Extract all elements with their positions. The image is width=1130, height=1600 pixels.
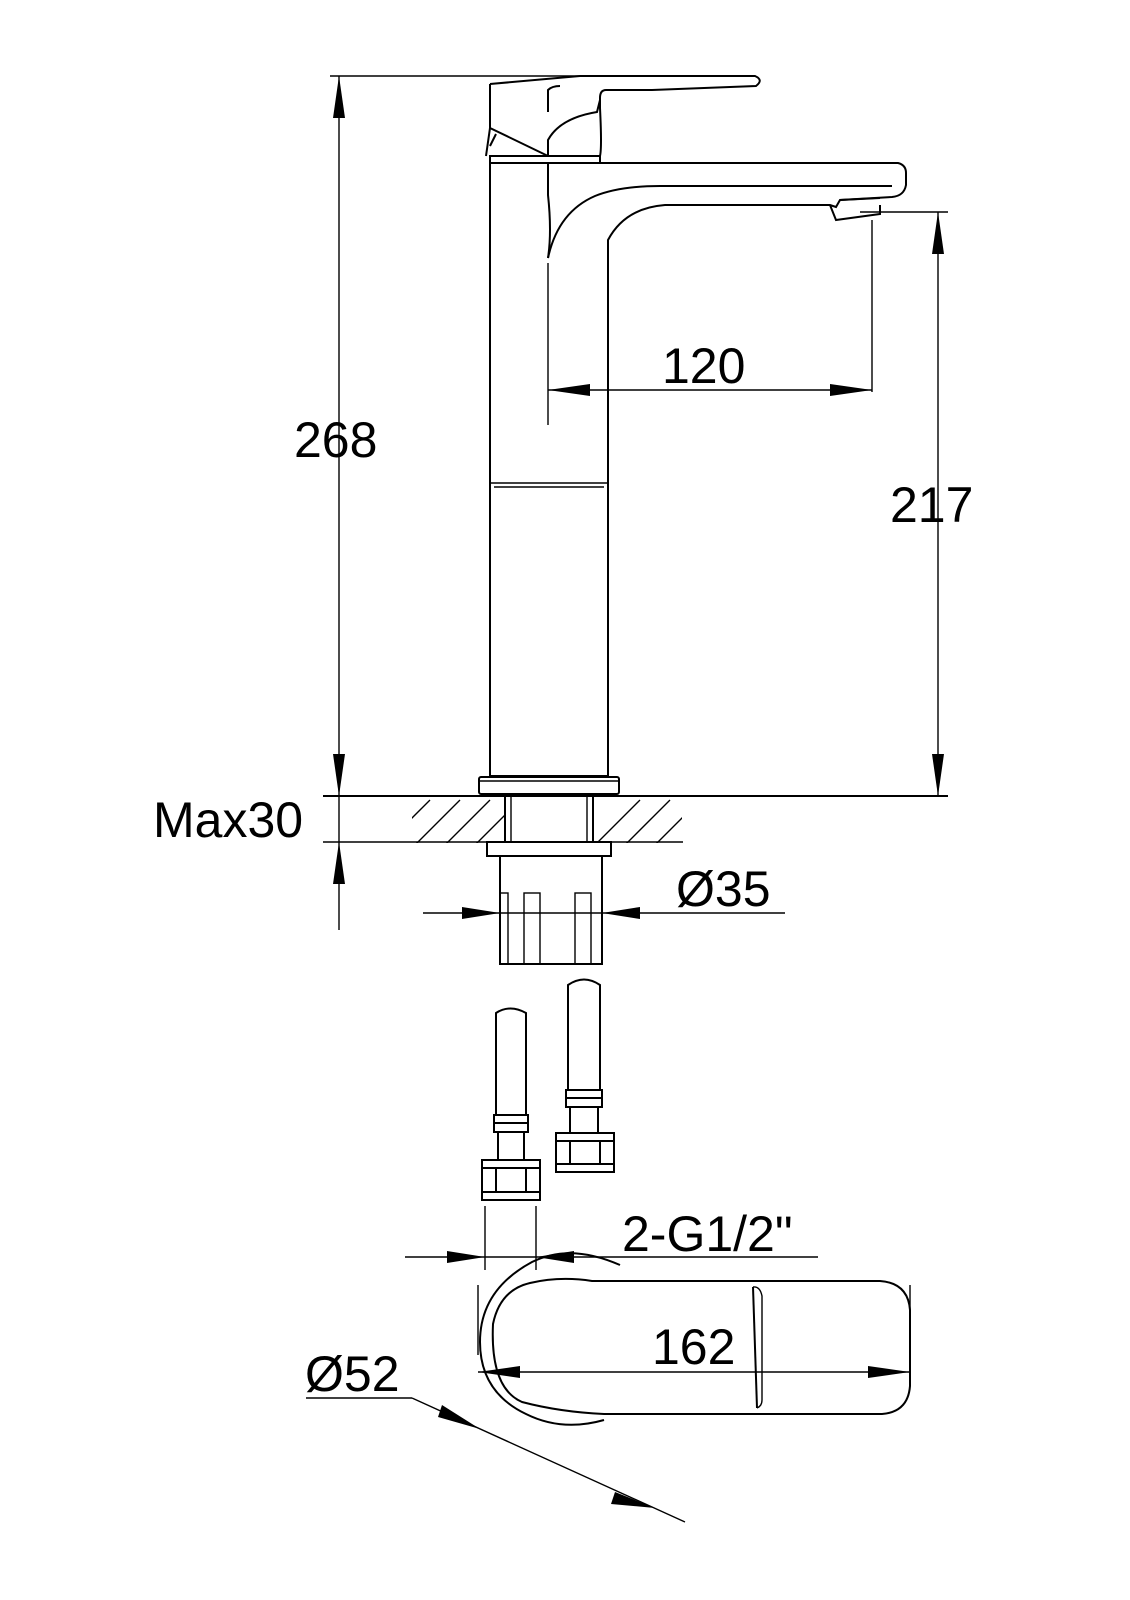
label-base-diameter: Ø52 — [305, 1346, 400, 1402]
dim-total-height — [330, 75, 580, 796]
label-top-length: 162 — [652, 1319, 735, 1375]
faucet-side-view — [478, 75, 907, 795]
dim-base-diameter — [306, 1397, 686, 1523]
dim-hose-thread — [405, 1206, 818, 1270]
deck-surface — [323, 795, 948, 843]
hose-left — [481, 1007, 541, 1201]
label-hose-thread: 2-G1/2" — [622, 1206, 793, 1262]
label-max-deck: Max30 — [153, 792, 303, 848]
dim-top-length — [477, 1285, 911, 1378]
label-spout-height: 217 — [890, 477, 973, 533]
dim-spout-reach — [547, 220, 873, 425]
hose-right — [555, 978, 615, 1173]
mounting-shank — [486, 795, 612, 965]
label-total-height: 268 — [294, 412, 377, 468]
dim-max-deck — [333, 796, 345, 930]
dim-spout-height — [860, 211, 948, 796]
body-cap — [489, 133, 601, 164]
label-shank-diameter: Ø35 — [676, 861, 771, 917]
base-ring — [478, 776, 620, 795]
dim-shank-diameter — [423, 907, 785, 919]
spout — [547, 162, 907, 259]
handle-lever — [485, 75, 761, 157]
label-spout-reach: 120 — [662, 338, 745, 394]
